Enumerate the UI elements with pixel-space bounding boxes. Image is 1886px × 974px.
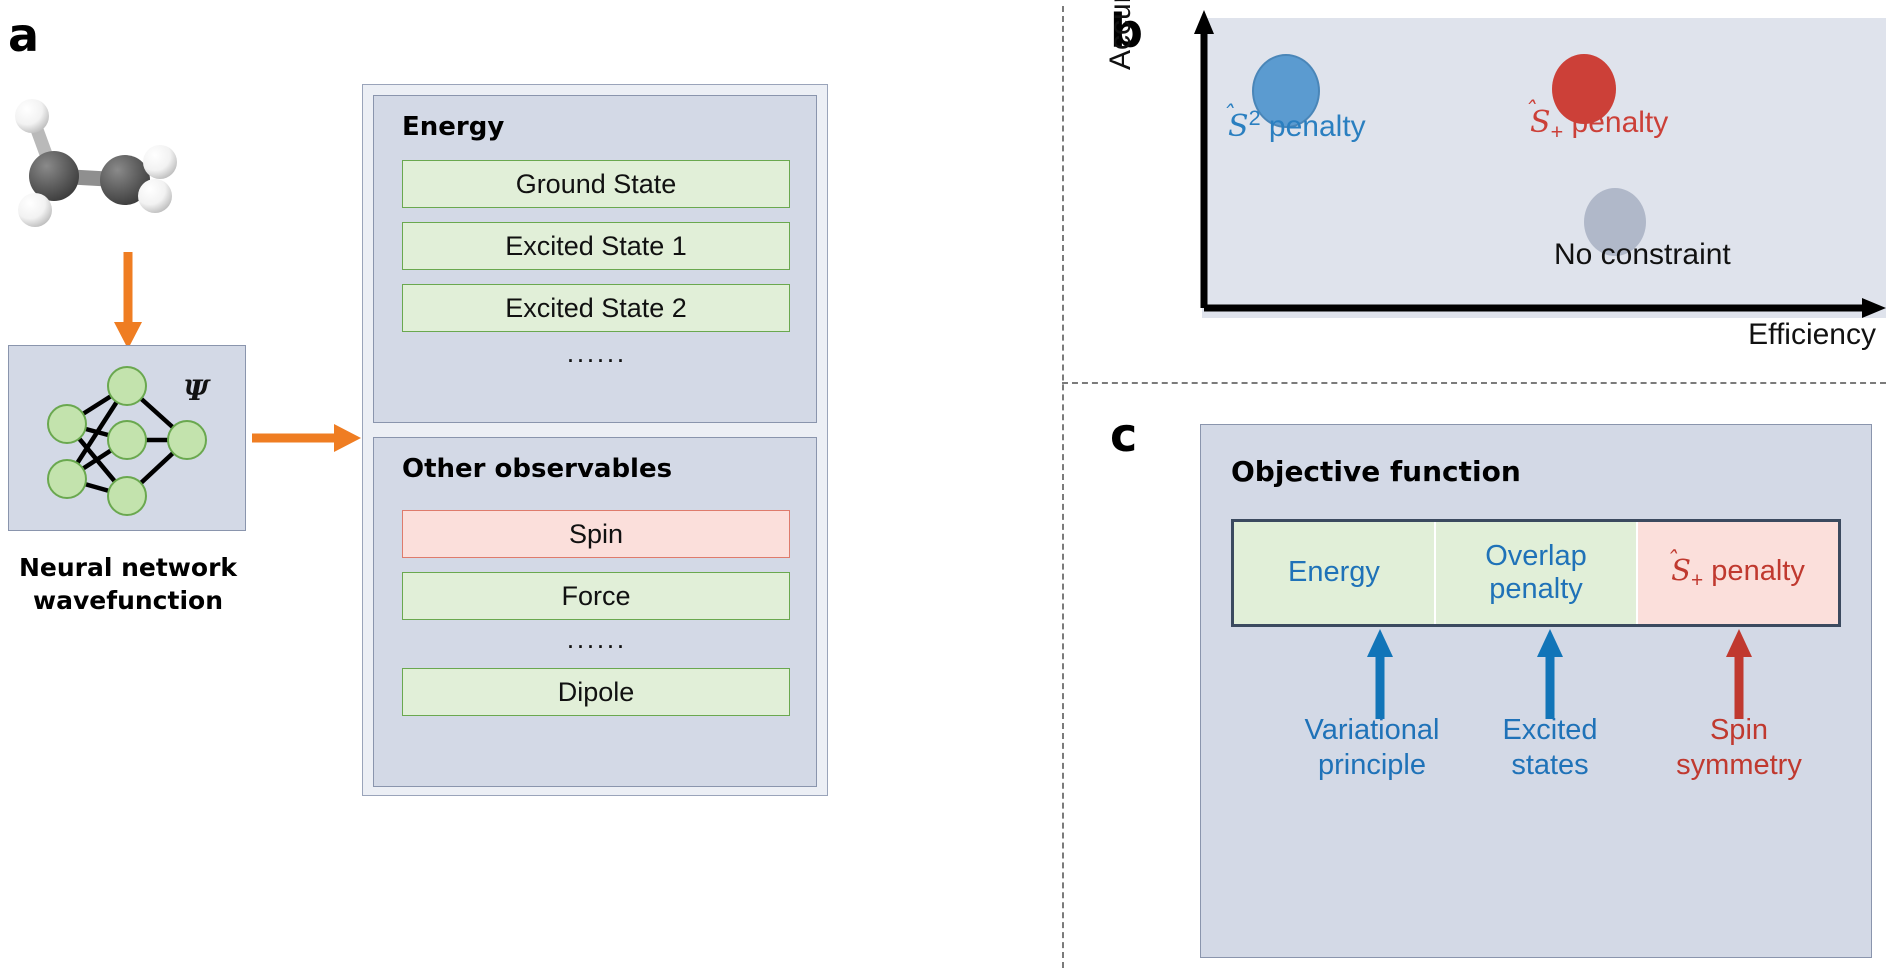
plot-y-axis-label: Accuracy bbox=[1104, 0, 1137, 70]
objective-term-energy[interactable]: Energy bbox=[1234, 522, 1436, 624]
molecule-ball-and-stick bbox=[15, 99, 177, 227]
footer-excited-line1: Excited bbox=[1502, 714, 1598, 746]
objective-function-box: Objective function Energy Overlap penalt… bbox=[1200, 424, 1872, 958]
s2-label-rest: penalty bbox=[1260, 110, 1366, 143]
nn-caption-line1: Neural network bbox=[18, 553, 238, 582]
footer-variational-line2: principle bbox=[1318, 748, 1426, 781]
neural-network-caption: Neural network wavefunction bbox=[8, 552, 248, 617]
footer-variational-line1: Variational bbox=[1304, 714, 1440, 746]
objective-term-splus-penalty[interactable]: Ŝ+ penalty bbox=[1638, 522, 1838, 624]
scatter-label-s2-penalty: Ŝ2 penalty bbox=[1228, 105, 1366, 144]
footer-spin-line2: symmetry bbox=[1676, 748, 1802, 781]
footer-excited-line2: states bbox=[1511, 748, 1589, 781]
scatter-label-splus-penalty: Ŝ+ penalty bbox=[1530, 105, 1668, 145]
neural-network-graph bbox=[47, 366, 207, 516]
splus-subscript: + bbox=[1550, 119, 1564, 144]
objective-term-overlap-penalty[interactable]: Overlap penalty bbox=[1436, 522, 1638, 624]
other-observables-group-title: Other observables bbox=[402, 454, 673, 484]
psi-symbol: Ψ bbox=[183, 374, 209, 407]
panel-c-letter: c bbox=[1110, 408, 1138, 462]
horizontal-dashed-separator bbox=[1062, 382, 1886, 384]
other-observables-group: Other observables Spin Force ······ Dipo… bbox=[373, 437, 817, 787]
other-observables-ellipsis: ······ bbox=[566, 630, 626, 660]
scatter-point-s2-penalty[interactable] bbox=[1252, 54, 1320, 128]
scatter-point-no-constraint[interactable] bbox=[1584, 188, 1646, 256]
plot-x-axis-label: Efficiency bbox=[1748, 318, 1876, 351]
vertical-dashed-separator bbox=[1062, 6, 1064, 968]
scatter-label-no-constraint: No constraint bbox=[1554, 238, 1731, 271]
footer-excited-states: Excited states bbox=[1457, 713, 1643, 783]
energy-item-ground-state[interactable]: Ground State bbox=[402, 160, 790, 208]
objective-function-title: Objective function bbox=[1231, 455, 1521, 488]
energy-item-excited-state-1[interactable]: Excited State 1 bbox=[402, 222, 790, 270]
scatter-point-splus-penalty[interactable] bbox=[1552, 54, 1616, 124]
energy-group: Energy Ground State Excited State 1 Exci… bbox=[373, 95, 817, 423]
s2-symbol: S bbox=[1228, 109, 1249, 144]
c-splus-subscript: + bbox=[1691, 568, 1704, 592]
energy-group-title: Energy bbox=[402, 112, 505, 142]
s2-superscript: 2 bbox=[1248, 105, 1261, 130]
arrow-up-variational-icon bbox=[1367, 629, 1393, 719]
accuracy-efficiency-plot-area bbox=[1202, 18, 1886, 318]
footer-variational-principle: Variational principle bbox=[1259, 713, 1485, 783]
splus-label-rest: penalty bbox=[1563, 106, 1669, 139]
panel-b-letter: b bbox=[1110, 4, 1143, 58]
observable-item-spin[interactable]: Spin bbox=[402, 510, 790, 558]
arrow-up-spin-symmetry-icon bbox=[1726, 629, 1752, 719]
energy-group-ellipsis: ······ bbox=[566, 344, 626, 374]
arrow-up-excited-states-icon bbox=[1537, 629, 1563, 719]
plot-axes bbox=[1194, 10, 1886, 318]
c-splus-rest: penalty bbox=[1703, 554, 1805, 587]
observable-item-dipole[interactable]: Dipole bbox=[402, 668, 790, 716]
splus-symbol: S bbox=[1530, 105, 1551, 140]
c-splus-symbol: S bbox=[1671, 552, 1692, 587]
panel-a-letter: a bbox=[8, 8, 40, 62]
nn-caption-line2: wavefunction bbox=[32, 585, 223, 615]
orange-arrow-down-icon bbox=[114, 252, 142, 349]
footer-spin-line1: Spin bbox=[1709, 714, 1769, 746]
objective-terms-strip: Energy Overlap penalty Ŝ+ penalty bbox=[1231, 519, 1841, 627]
observables-panel: Energy Ground State Excited State 1 Exci… bbox=[362, 84, 828, 796]
footer-spin-symmetry: Spin symmetry bbox=[1625, 713, 1853, 783]
energy-item-excited-state-2[interactable]: Excited State 2 bbox=[402, 284, 790, 332]
orange-arrow-right-icon bbox=[252, 424, 361, 452]
neural-network-box: Ψ bbox=[8, 345, 246, 531]
observable-item-force[interactable]: Force bbox=[402, 572, 790, 620]
